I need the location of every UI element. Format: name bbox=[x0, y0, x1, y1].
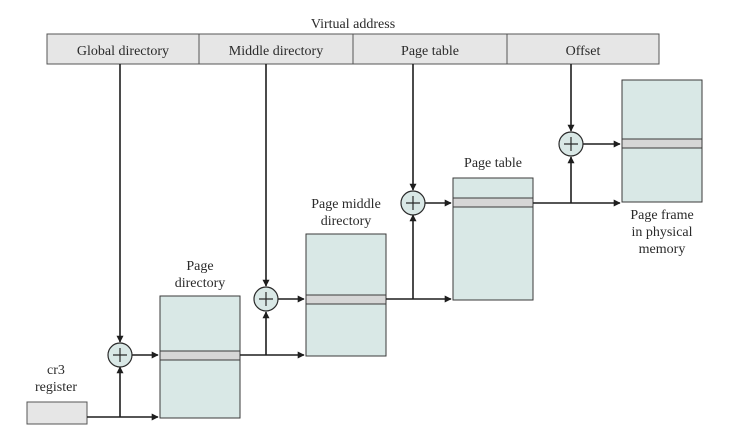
page-table-box bbox=[452, 177, 534, 301]
page-directory-label-line1: Page bbox=[186, 259, 213, 274]
cr3-label-line1: cr3 bbox=[47, 363, 65, 378]
field-middle-directory: Middle directory bbox=[229, 44, 323, 59]
page-table-entry bbox=[452, 197, 534, 208]
page-frame-label-line1: Page frame bbox=[630, 208, 693, 223]
page-directory-entry bbox=[159, 350, 241, 361]
cr3-label-line2: register bbox=[35, 380, 77, 395]
virtual-address-bar: Global directory Middle directory Page t… bbox=[46, 33, 660, 65]
adder-plus-icon-4 bbox=[558, 131, 584, 157]
page-frame: Page frame in physical memory bbox=[621, 79, 703, 257]
cr3-register-box bbox=[26, 401, 88, 425]
page-table: Page table bbox=[452, 156, 534, 301]
adder-plus-icon-2 bbox=[253, 286, 279, 312]
page-table-label: Page table bbox=[464, 156, 522, 171]
page-frame-label-line2: in physical bbox=[631, 225, 692, 240]
page-middle-directory-label-line1: Page middle bbox=[311, 197, 381, 212]
page-middle-directory-label-line2: directory bbox=[321, 214, 372, 229]
page-directory-label-line2: directory bbox=[175, 276, 226, 291]
adder-plus-icon-3 bbox=[400, 190, 426, 216]
page-middle-directory: Page middle directory bbox=[305, 197, 387, 357]
diagram-title: Virtual address bbox=[311, 17, 395, 32]
field-offset: Offset bbox=[566, 44, 601, 59]
page-frame-label-line3: memory bbox=[639, 242, 686, 257]
page-directory: Page directory bbox=[159, 259, 241, 419]
field-page-table: Page table bbox=[401, 44, 459, 59]
field-global-directory: Global directory bbox=[77, 44, 169, 59]
adder-plus-icon-1 bbox=[107, 342, 133, 368]
page-frame-entry bbox=[621, 138, 703, 149]
page-middle-directory-entry bbox=[305, 294, 387, 305]
cr3-register: cr3 register bbox=[26, 363, 88, 425]
